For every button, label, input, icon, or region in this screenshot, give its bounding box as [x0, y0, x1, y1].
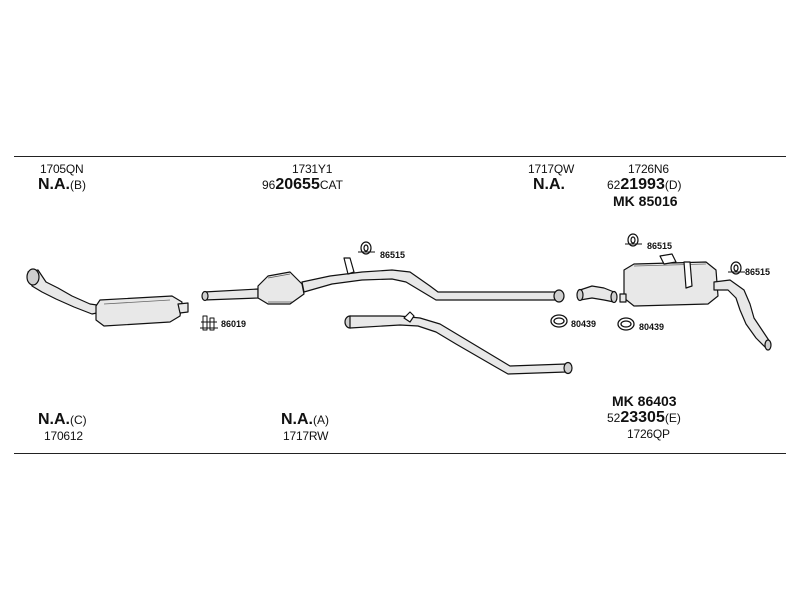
part-number-cat: 9620655CAT	[262, 176, 343, 193]
part-label-80439-a: 80439	[571, 319, 597, 329]
connector-pipe	[576, 285, 618, 304]
rubber-mount-icon	[728, 261, 745, 275]
part-number-c: N.A.(C)	[38, 411, 87, 428]
part-number-a: N.A.(A)	[281, 411, 329, 428]
part-code-170612: 170612	[44, 429, 83, 443]
part-label-86515-c: 86515	[745, 267, 771, 277]
part-number-b: N.A.(B)	[38, 176, 86, 193]
rubber-mount-icon	[625, 233, 642, 247]
part-label-86515-a: 86515	[380, 250, 406, 260]
bolt-set-icon	[200, 315, 218, 331]
rear-silencer	[619, 253, 772, 351]
front-pipe-with-silencer	[26, 268, 189, 327]
part-number-d: 6221993(D)	[607, 176, 682, 193]
part-code-1705qn: 1705QN	[40, 162, 84, 176]
clamp-icon	[617, 317, 635, 331]
bottom-divider	[14, 453, 786, 454]
part-number-na-middle: N.A.	[533, 176, 565, 193]
part-code-1731y1: 1731Y1	[292, 162, 333, 176]
mounting-kit-85016: MK 85016	[613, 193, 678, 209]
part-code-1726qp: 1726QP	[627, 427, 670, 441]
part-label-80439-b: 80439	[639, 322, 665, 332]
top-divider	[14, 156, 786, 157]
part-code-1717rw: 1717RW	[283, 429, 329, 443]
rubber-mount-icon	[358, 241, 375, 255]
clamp-icon	[550, 314, 568, 328]
mounting-kit-86403: MK 86403	[612, 393, 677, 409]
part-label-86515-b: 86515	[647, 241, 673, 251]
part-code-1717qw: 1717QW	[528, 162, 575, 176]
part-label-86019: 86019	[221, 319, 247, 329]
part-code-1726n6: 1726N6	[628, 162, 669, 176]
catalytic-converter-pipe	[201, 257, 565, 305]
intermediate-pipe-lower	[344, 311, 573, 375]
part-number-e: 5223305(E)	[607, 409, 681, 426]
